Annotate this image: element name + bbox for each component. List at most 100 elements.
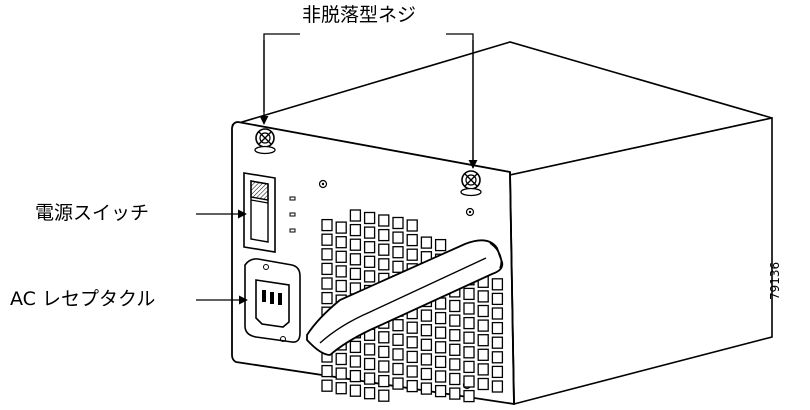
vent-hole — [463, 302, 475, 315]
vent-hole — [392, 246, 404, 259]
vent-hole — [378, 374, 390, 388]
vent-hole — [434, 341, 447, 354]
vent-hole — [420, 309, 433, 322]
screw-callout — [259, 33, 478, 169]
status-leds — [289, 196, 296, 233]
power-switch — [243, 172, 276, 253]
mount-mark-2 — [465, 207, 475, 217]
vent-hole — [392, 348, 404, 361]
captive-screw-left — [254, 128, 276, 155]
vent-hole — [463, 346, 475, 359]
vent-hole — [491, 292, 504, 306]
vent-hole — [392, 377, 404, 390]
vent-hole — [491, 380, 504, 393]
figure-number: 79136 — [768, 261, 782, 300]
vent-hole — [363, 241, 376, 254]
vent-hole — [434, 238, 447, 252]
vent-hole — [392, 231, 404, 244]
vent-hole — [406, 321, 418, 334]
vent-hole — [477, 377, 489, 391]
vent-hole — [335, 352, 347, 366]
vent-hole — [477, 363, 489, 376]
vent-hole — [420, 338, 433, 351]
vent-hole — [378, 360, 390, 373]
vent-hole — [491, 351, 504, 364]
vent-hole — [449, 314, 461, 327]
power-switch-label: 電源スイッチ — [35, 202, 150, 224]
vent-hole — [392, 362, 404, 376]
mount-mark-1 — [318, 179, 328, 189]
vent-hole — [434, 370, 447, 383]
vent-hole — [406, 350, 418, 364]
vent-hole — [378, 331, 390, 344]
vent-hole — [321, 291, 333, 305]
vent-hole — [378, 389, 390, 402]
ac-receptacle-label: AC レセプタクル — [10, 288, 156, 310]
vent-hole — [378, 243, 390, 256]
vent-hole — [463, 331, 475, 344]
vent-hole — [463, 316, 475, 330]
vent-hole — [491, 336, 504, 349]
vent-hole — [335, 250, 347, 263]
vent-hole — [349, 369, 362, 383]
vent-hole — [463, 360, 475, 374]
vent-hole — [349, 384, 362, 397]
vent-hole — [477, 319, 489, 332]
captive-screw-right — [460, 170, 482, 197]
vent-hole — [392, 319, 404, 332]
vent-hole — [449, 358, 461, 371]
vent-hole — [321, 218, 333, 232]
vent-hole — [378, 228, 390, 242]
vent-hole — [321, 233, 333, 246]
vent-hole — [463, 375, 475, 388]
vent-hole — [349, 209, 362, 222]
vent-hole — [449, 343, 461, 356]
vent-hole — [335, 265, 347, 278]
vent-hole — [321, 262, 333, 276]
vent-hole — [420, 382, 433, 395]
vent-hole — [406, 379, 418, 393]
vent-hole — [420, 324, 433, 337]
vent-hole — [335, 236, 347, 249]
vent-hole — [491, 365, 504, 379]
vent-hole — [477, 290, 489, 303]
vent-hole — [363, 357, 376, 371]
vent-hole — [321, 248, 333, 261]
vent-hole — [349, 238, 362, 251]
vent-hole — [335, 382, 347, 395]
vent-hole — [491, 307, 504, 320]
vent-hole — [434, 384, 447, 398]
vent-hole — [321, 379, 333, 392]
vent-hole — [349, 340, 362, 354]
vent-hole — [477, 334, 489, 347]
vent-hole — [406, 365, 418, 378]
vent-hole — [363, 226, 376, 239]
vent-hole — [449, 372, 461, 386]
vent-hole — [349, 355, 362, 368]
vent-hole — [392, 333, 404, 346]
ac-receptacle — [244, 258, 301, 343]
vent-hole — [363, 343, 376, 356]
vent-hole — [335, 221, 347, 234]
vent-hole — [434, 311, 447, 325]
vent-hole — [378, 214, 390, 227]
vent-hole — [378, 258, 390, 271]
vent-hole — [449, 387, 461, 400]
vent-hole — [406, 219, 418, 232]
vent-hole — [392, 216, 404, 230]
vent-hole — [463, 389, 475, 403]
vent-hole — [335, 367, 347, 380]
vent-hole — [491, 278, 504, 291]
captive-screws-label: 非脱落型ネジ — [302, 4, 417, 26]
vent-hole — [349, 223, 362, 237]
vent-hole — [363, 372, 376, 385]
handle — [306, 239, 504, 356]
vent-hole — [349, 267, 362, 281]
vent-hole — [477, 348, 489, 361]
vent-hole — [434, 326, 447, 339]
vent-hole — [321, 277, 333, 290]
vent-hole — [491, 321, 504, 335]
vent-hole — [363, 255, 376, 268]
vent-hole — [349, 253, 362, 266]
